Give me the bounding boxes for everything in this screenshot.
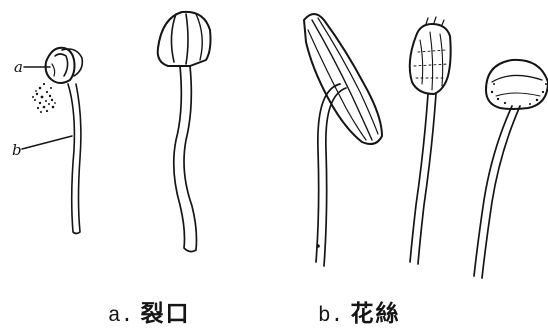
stamen-4	[410, 17, 451, 264]
stamen-5-filament	[474, 106, 520, 278]
stamen-2-filament	[174, 66, 197, 252]
stamen-5-anther	[486, 60, 548, 109]
callout-b-label: b	[12, 141, 22, 159]
caption-a-key: a.	[108, 305, 133, 328]
stamen-5	[474, 60, 548, 278]
caption-b-key: b.	[318, 305, 343, 328]
stamen-4-filament	[410, 94, 436, 264]
callout-b-line	[22, 136, 72, 149]
pollen-dots	[32, 83, 56, 113]
callout-a-label: a	[14, 58, 23, 76]
stamen-1-labelled	[22, 48, 82, 234]
caption-b-text: 花絲	[351, 301, 401, 327]
stamen-1-filament	[68, 84, 81, 234]
caption-a-text: 裂口	[141, 301, 191, 327]
stamen-3-filament	[316, 84, 346, 266]
stamen-1-anther	[46, 48, 83, 83]
stamen-3	[304, 14, 382, 266]
caption-item-b: b. 花絲	[318, 294, 401, 328]
stamen-2	[158, 12, 211, 252]
caption-item-a: a. 裂口	[108, 294, 191, 328]
